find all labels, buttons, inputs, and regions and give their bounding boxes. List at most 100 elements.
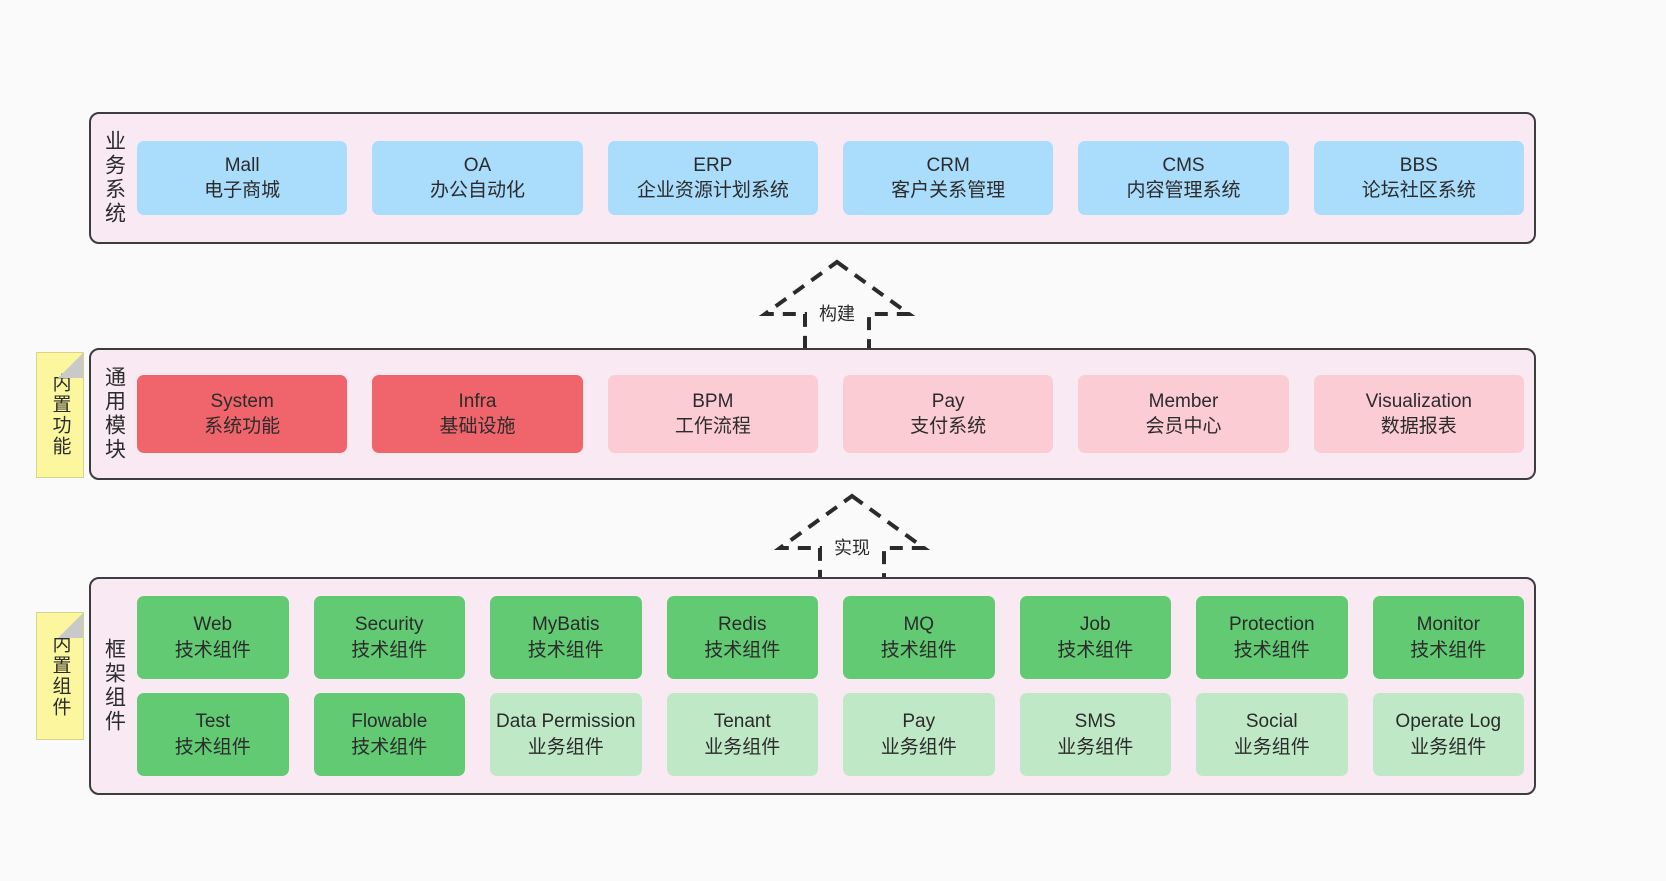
card-subtitle: 工作流程 [674, 416, 751, 437]
sticky-note-builtin-features: 内置功能 [36, 352, 84, 478]
card-title: Member [1148, 390, 1219, 412]
card-subtitle: 业务组件 [1233, 736, 1310, 758]
business-card-bbs[interactable]: BBS 论坛社区系统 [1313, 141, 1524, 215]
business-card-mall[interactable]: Mall 电子商城 [137, 141, 348, 215]
connector-implement-arrow: 实现 [772, 490, 932, 592]
tech-component-card-mybatis[interactable]: MyBatis 技术组件 [490, 596, 642, 679]
card-subtitle: 业务组件 [880, 736, 957, 758]
tech-component-card-protection[interactable]: Protection 技术组件 [1196, 596, 1348, 679]
business-card-erp[interactable]: ERP 企业资源计划系统 [607, 141, 818, 215]
card-title: ERP [693, 154, 733, 176]
business-card-cms[interactable]: CMS 内容管理系统 [1078, 141, 1289, 215]
tech-component-card-security[interactable]: Security 技术组件 [313, 596, 465, 679]
card-title: CRM [926, 154, 970, 176]
sticky-note-builtin-components: 内置组件 [36, 612, 84, 740]
card-subtitle: 技术组件 [1410, 639, 1487, 661]
card-title: Data Permission [496, 711, 636, 733]
card-title: Monitor [1416, 614, 1480, 636]
card-title: Security [354, 614, 424, 636]
card-title: Social [1245, 711, 1298, 733]
card-title: Operate Log [1395, 711, 1502, 733]
business-card-oa[interactable]: OA 办公自动化 [372, 141, 583, 215]
card-subtitle: 技术组件 [174, 639, 251, 661]
connector-build-arrow: 构建 [757, 256, 917, 358]
card-subtitle: 业务组件 [1057, 736, 1134, 758]
card-title: Test [195, 711, 231, 733]
biz-component-card-flowable[interactable]: Flowable 技术组件 [313, 693, 465, 776]
card-subtitle: 技术组件 [351, 639, 428, 661]
business-systems-body: Mall 电子商城 OA 办公自动化 ERP 企业资源计划系统 CRM 客户关系管理 CMS 内容… [137, 114, 1534, 242]
card-title: Job [1079, 614, 1111, 636]
card-subtitle: 办公自动化 [429, 180, 525, 201]
card-title: Infra [458, 390, 497, 412]
card-subtitle: 会员中心 [1145, 416, 1222, 437]
card-subtitle: 电子商城 [204, 180, 281, 201]
module-card-visualization[interactable]: Visualization 数据报表 [1313, 375, 1524, 453]
business-systems-label: 业务系统 [102, 130, 126, 226]
card-subtitle: 客户关系管理 [891, 180, 1006, 201]
card-subtitle: 技术组件 [527, 639, 604, 661]
business-systems-panel: 业务系统 Mall 电子商城 OA 办公自动化 ERP 企业资源计划系统 CRM 客户关系管理… [89, 112, 1536, 244]
card-subtitle: 业务组件 [527, 736, 604, 758]
card-title: Mall [224, 154, 260, 176]
common-modules-label: 通用模块 [102, 366, 126, 462]
card-title: OA [463, 154, 492, 176]
biz-component-card-tenant[interactable]: Tenant 业务组件 [666, 693, 818, 776]
card-subtitle: 数据报表 [1380, 416, 1457, 437]
biz-component-card-sms[interactable]: SMS 业务组件 [1019, 693, 1171, 776]
card-subtitle: 系统功能 [204, 416, 281, 437]
card-subtitle: 业务组件 [704, 736, 781, 758]
card-subtitle: 技术组件 [704, 639, 781, 661]
card-title: Flowable [351, 711, 428, 733]
biz-component-card-pay[interactable]: Pay 业务组件 [843, 693, 995, 776]
card-title: MQ [903, 614, 935, 636]
biz-component-card-operate-log[interactable]: Operate Log 业务组件 [1372, 693, 1524, 776]
card-subtitle: 技术组件 [1057, 639, 1134, 661]
tech-component-card-monitor[interactable]: Monitor 技术组件 [1372, 596, 1524, 679]
framework-components-label: 框架组件 [102, 638, 126, 734]
module-card-bpm[interactable]: BPM 工作流程 [607, 375, 818, 453]
business-systems-row: Mall 电子商城 OA 办公自动化 ERP 企业资源计划系统 CRM 客户关系管理 CMS 内容… [137, 141, 1524, 215]
card-subtitle: 支付系统 [910, 416, 987, 437]
card-title: Redis [717, 614, 767, 636]
tech-component-card-redis[interactable]: Redis 技术组件 [666, 596, 818, 679]
card-subtitle: 技术组件 [1233, 639, 1310, 661]
module-card-infra[interactable]: Infra 基础设施 [372, 375, 583, 453]
card-title: Visualization [1365, 390, 1472, 412]
module-card-member[interactable]: Member 会员中心 [1078, 375, 1289, 453]
card-title: BPM [692, 390, 734, 412]
card-title: Web [193, 614, 233, 636]
biz-component-card-social[interactable]: Social 业务组件 [1196, 693, 1348, 776]
card-subtitle: 企业资源计划系统 [636, 180, 789, 201]
module-card-system[interactable]: System 系统功能 [137, 375, 348, 453]
common-modules-panel: 通用模块 System 系统功能 Infra 基础设施 BPM 工作流程 Pay 支付系统 Me… [89, 348, 1536, 480]
module-card-pay[interactable]: Pay 支付系统 [842, 375, 1054, 453]
tech-component-card-job[interactable]: Job 技术组件 [1019, 596, 1171, 679]
card-subtitle: 技术组件 [351, 736, 428, 758]
card-title: CMS [1162, 154, 1205, 176]
card-title: Pay [902, 711, 936, 733]
biz-component-card-data-permission[interactable]: Data Permission 业务组件 [490, 693, 642, 776]
tech-component-card-web[interactable]: Web 技术组件 [137, 596, 289, 679]
card-subtitle: 技术组件 [880, 639, 957, 661]
card-title: Tenant [713, 711, 771, 733]
card-subtitle: 论坛社区系统 [1361, 180, 1476, 201]
business-card-crm[interactable]: CRM 客户关系管理 [842, 141, 1054, 215]
card-title: SMS [1074, 711, 1116, 733]
tech-component-card-mq[interactable]: MQ 技术组件 [843, 596, 995, 679]
card-subtitle: 内容管理系统 [1126, 180, 1241, 201]
card-title: MyBatis [531, 614, 600, 636]
card-subtitle: 基础设施 [439, 416, 516, 437]
card-title: BBS [1399, 154, 1438, 176]
card-title: System [210, 390, 274, 412]
card-title: Protection [1228, 614, 1315, 636]
common-modules-row: System 系统功能 Infra 基础设施 BPM 工作流程 Pay 支付系统 Member 会… [137, 375, 1524, 453]
card-title: Pay [931, 390, 965, 412]
card-subtitle: 业务组件 [1410, 736, 1487, 758]
common-modules-body: System 系统功能 Infra 基础设施 BPM 工作流程 Pay 支付系统 Member 会… [137, 350, 1534, 478]
